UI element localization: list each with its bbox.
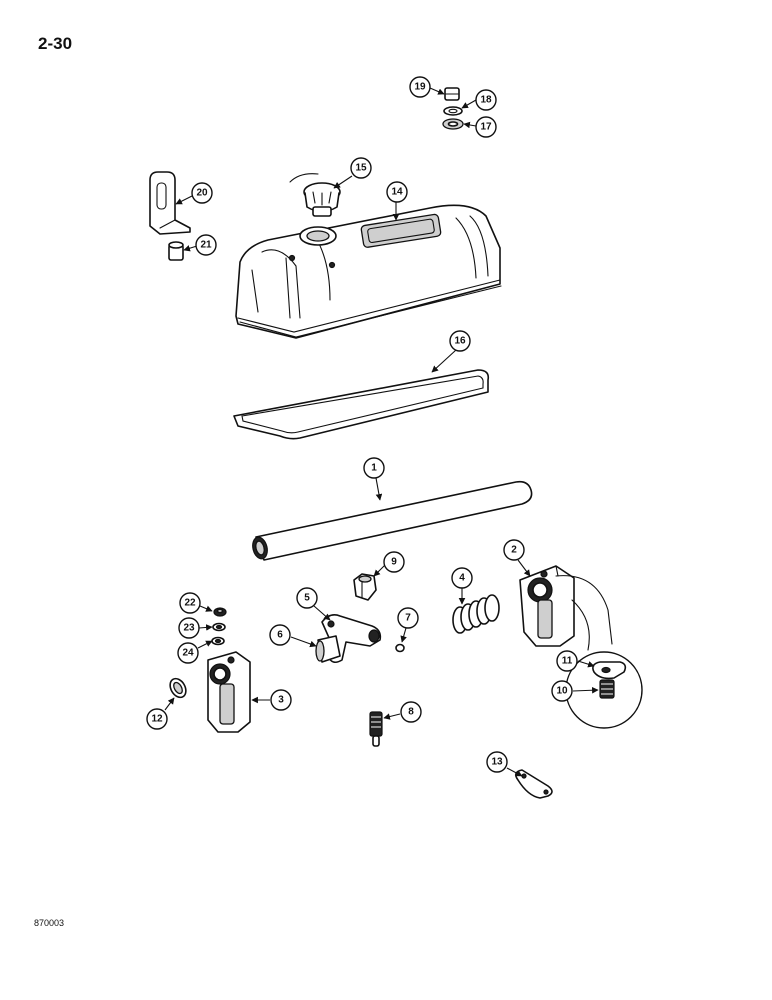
locking-ball [395,643,405,653]
svg-text:12: 12 [151,714,163,725]
svg-text:24: 24 [182,648,194,659]
stud-nut [213,607,227,617]
svg-text:11: 11 [562,656,573,667]
sealing-washer [443,106,463,116]
callout-19: 19 [409,76,431,98]
grommet [442,118,464,130]
cover-plate [514,769,553,799]
lock-washer [212,622,226,632]
callout-21: 21 [195,234,217,256]
cover-gasket [233,369,490,440]
callout-17: 17 [475,116,497,138]
svg-text:21: 21 [200,240,212,251]
callout-4: 4 [451,567,473,589]
shaft-spring [452,594,500,634]
oil-filler-cap [289,173,341,217]
threaded-plug [599,679,615,699]
svg-text:22: 22 [184,598,196,609]
callout-22: 22 [179,592,201,614]
svg-text:18: 18 [480,95,492,106]
page-number: 2-30 [38,34,73,53]
callout-24: 24 [177,642,199,664]
adjusting-nut [353,573,377,601]
svg-text:1: 1 [371,463,377,474]
callout-2: 2 [503,539,525,561]
callout-20: 20 [191,182,213,204]
svg-text:17: 17 [480,122,492,133]
svg-text:2: 2 [511,545,517,556]
callout-16: 16 [449,330,471,352]
svg-text:8: 8 [408,707,414,718]
svg-text:16: 16 [454,336,466,347]
svg-text:6: 6 [277,630,283,641]
adjusting-screw [369,711,383,747]
callout-11: 11 [556,650,578,672]
svg-text:14: 14 [391,187,403,198]
svg-text:4: 4 [459,573,465,584]
callout-8: 8 [400,701,422,723]
svg-text:15: 15 [355,163,367,174]
callout-15: 15 [350,157,372,179]
callout-10: 10 [551,680,573,702]
callout-12: 12 [146,708,168,730]
svg-text:9: 9 [391,557,397,568]
rocker-shaft [252,480,533,561]
callout-13: 13 [486,751,508,773]
svg-text:7: 7 [405,613,411,624]
lifting-bracket [149,171,191,235]
figure-code: 870003 [34,918,65,928]
rocker-support [207,651,251,733]
callout-5: 5 [296,587,318,609]
svg-text:23: 23 [183,623,195,634]
svg-text:10: 10 [556,686,568,697]
cover-bolt [444,87,460,101]
svg-text:5: 5 [304,593,310,604]
callout-23: 23 [178,617,200,639]
callout-3: 3 [270,689,292,711]
spacer-sleeve [168,241,184,261]
rocker-bushing [315,635,341,663]
svg-text:13: 13 [491,757,503,768]
callout-7: 7 [397,607,419,629]
svg-text:19: 19 [414,82,426,93]
svg-text:3: 3 [278,695,284,706]
callout-18: 18 [475,89,497,111]
thrust-washer [169,677,187,699]
svg-text:20: 20 [196,188,208,199]
valve-cover [235,204,502,339]
callout-14: 14 [386,181,408,203]
flat-washer [211,636,225,646]
callout-6: 6 [269,624,291,646]
callout-1: 1 [363,457,385,479]
rocker-support-end [519,565,575,647]
callout-9: 9 [383,551,405,573]
